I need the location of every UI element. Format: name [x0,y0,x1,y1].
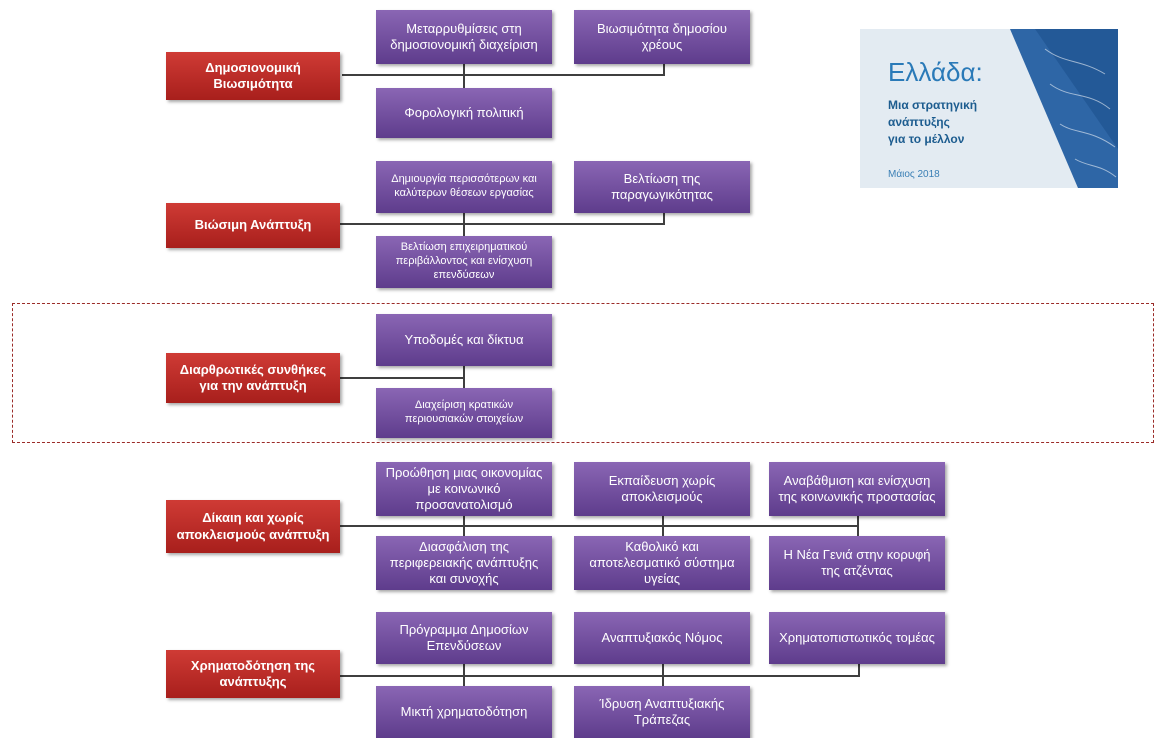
cover-subtitle: Μια στρατηγική ανάπτυξης για το μέλλον [888,98,978,146]
item-development-law: Αναπτυξιακός Νόμος [574,612,750,664]
item-fiscal-reforms: Μεταρρυθμίσεις στη δημοσιονομική διαχείρ… [376,10,552,64]
item-state-assets: Διαχείριση κρατικών περιουσιακών στοιχεί… [376,388,552,438]
item-more-jobs: Δημιουργία περισσότερων και καλύτερων θέ… [376,161,552,213]
item-regional-development: Διασφάλιση της περιφερειακής ανάπτυξης κ… [376,536,552,590]
item-inclusive-education: Εκπαίδευση χωρίς αποκλεισμούς [574,462,750,516]
category-sustainable: Βιώσιμη Ανάπτυξη [166,203,340,248]
item-social-economy: Προώθηση μιας οικονομίας με κοινωνικό πρ… [376,462,552,516]
category-fiscal: Δημοσιονομική Βιωσιμότητα [166,52,340,100]
item-health-system: Καθολικό και αποτελεσματικό σύστημα υγεί… [574,536,750,590]
cover-title: Ελλάδα: [888,57,983,87]
item-public-investment: Πρόγραμμα Δημοσίων Επενδύσεων [376,612,552,664]
item-debt-sustainability: Βιωσιμότητα δημοσίου χρέους [574,10,750,64]
cover-date: Μάιος 2018 [888,169,940,180]
item-infrastructure: Υποδομές και δίκτυα [376,314,552,366]
category-structural: Διαρθρωτικές συνθήκες για την ανάπτυξη [166,353,340,403]
item-mixed-financing: Μικτή χρηματοδότηση [376,686,552,738]
cover-background [860,29,1118,188]
category-financing: Χρηματοδότηση της ανάπτυξης [166,650,340,698]
report-cover: Ελλάδα: Μια στρατηγική ανάπτυξης για το … [860,29,1118,188]
item-social-protection: Αναβάθμιση και ενίσχυση της κοινωνικής π… [769,462,945,516]
item-development-bank: Ίδρυση Αναπτυξιακής Τράπεζας [574,686,750,738]
item-new-generation: Η Νέα Γενιά στην κορυφή της ατζέντας [769,536,945,590]
category-fair: Δίκαιη και χωρίς αποκλεισμούς ανάπτυξη [166,500,340,553]
item-business-env: Βελτίωση επιχειρηματικού περιβάλλοντος κ… [376,236,552,288]
item-tax-policy: Φορολογική πολιτική [376,88,552,138]
item-financial-sector: Χρηματοπιστωτικός τομέας [769,612,945,664]
item-productivity: Βελτίωση της παραγωγικότητας [574,161,750,213]
highlight-frame [12,303,1154,443]
